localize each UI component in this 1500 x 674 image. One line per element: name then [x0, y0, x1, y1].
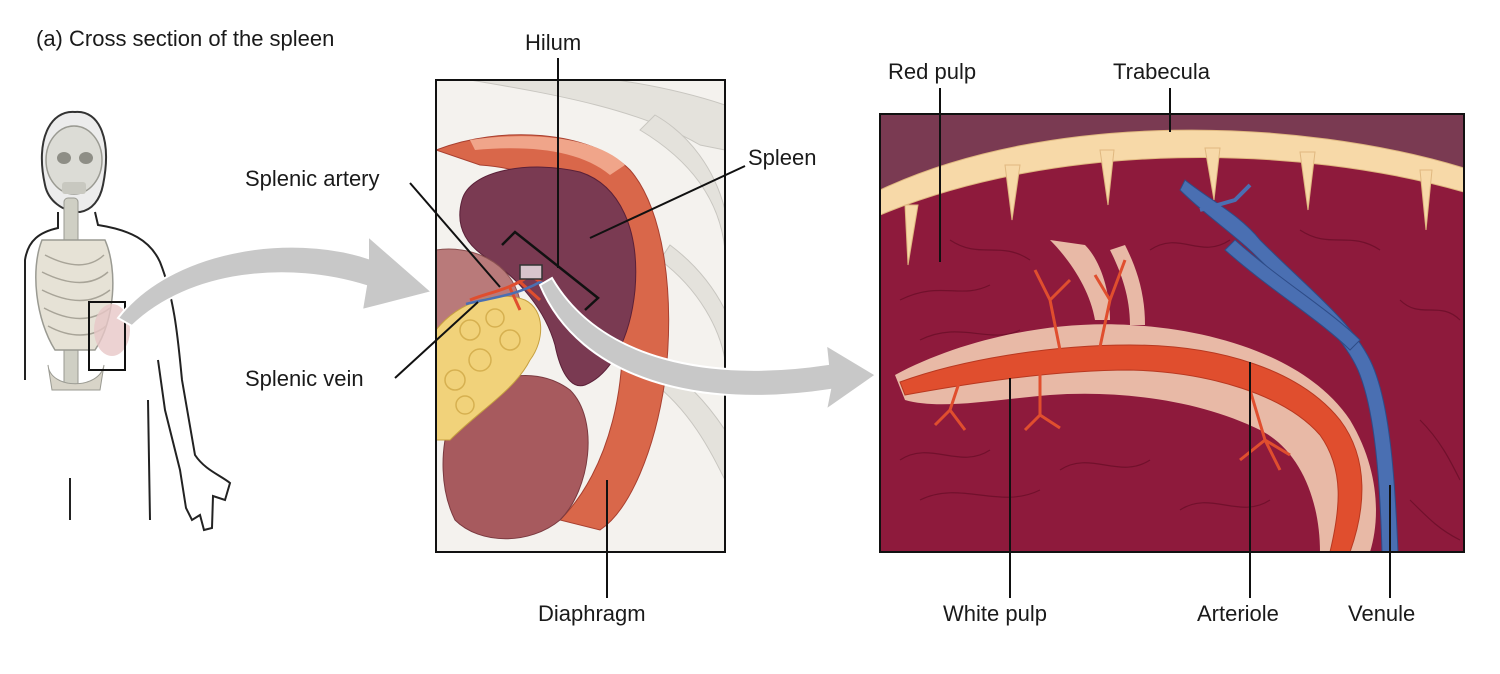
label-spleen: Spleen [748, 145, 817, 170]
label-diaphragm: Diaphragm [538, 601, 646, 626]
right-panel-frame [879, 113, 1465, 553]
label-splenic-artery: Splenic artery [245, 166, 380, 191]
leader-lines [394, 58, 1391, 598]
label-hilum: Hilum [525, 30, 582, 55]
label-red-pulp: Red pulp [888, 59, 977, 84]
figure-caption: (a) Cross section of the spleen [36, 26, 335, 51]
label-venule: Venule [1348, 601, 1416, 626]
skeleton [35, 125, 130, 391]
label-arteriole: Arteriole [1197, 601, 1279, 626]
label-splenic-vein: Splenic vein [245, 366, 364, 391]
arrow-1 [116, 233, 435, 328]
label-white-pulp: White pulp [943, 601, 1047, 626]
arrow-2 [538, 276, 878, 413]
right-panel-art [880, 114, 1464, 552]
middle-panel-art [436, 80, 725, 552]
middle-panel-frame [435, 79, 726, 553]
label-trabecula: Trabecula [1113, 59, 1211, 84]
